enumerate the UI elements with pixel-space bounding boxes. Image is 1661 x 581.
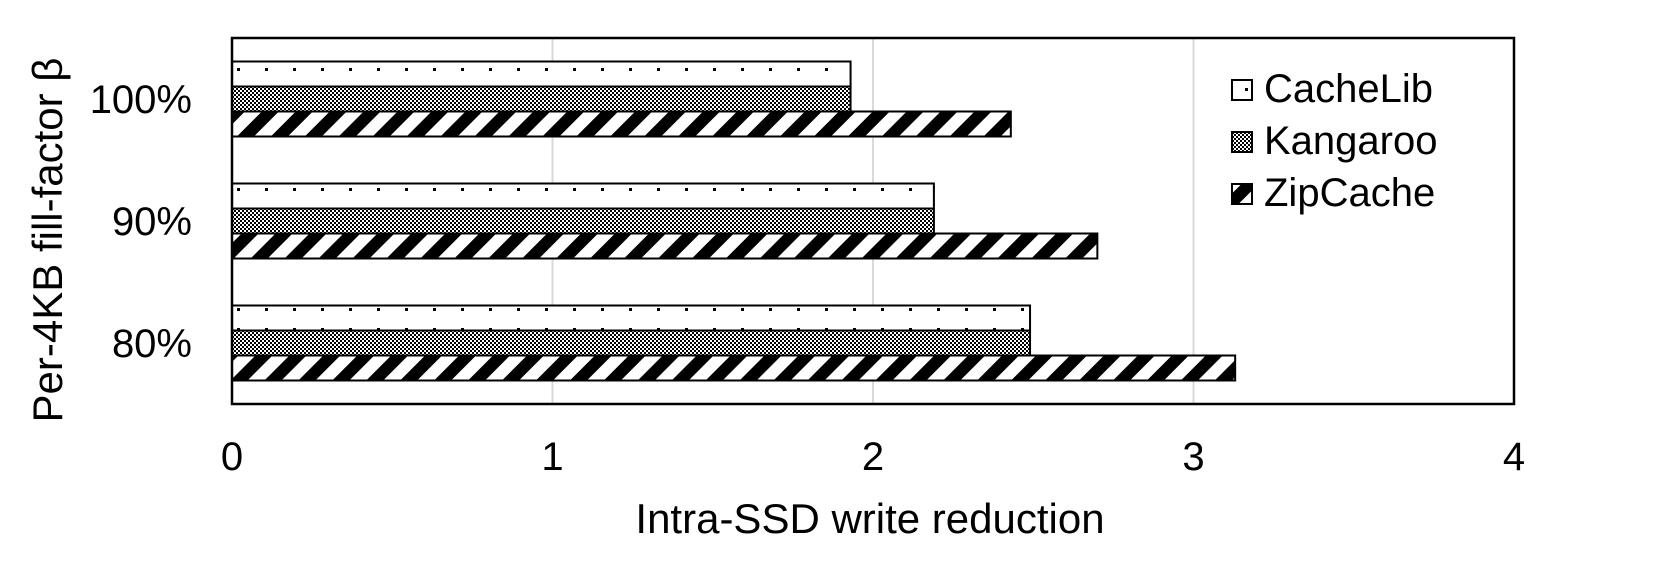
bar-zipcache-80pct	[231, 354, 1237, 382]
x-tick-label: 3	[1182, 435, 1204, 479]
y-axis-title: Per-4KB fill-factor β	[24, 58, 71, 423]
bars	[231, 60, 1237, 382]
y-tick-label: 100%	[90, 78, 192, 122]
bar-cachelib-100pct	[231, 60, 852, 88]
x-tick-label: 1	[541, 435, 563, 479]
x-tick-label: 0	[221, 435, 243, 479]
x-tick-label: 4	[1503, 435, 1525, 479]
bar-kangaroo-100pct	[231, 85, 852, 113]
legend-label-zipcache: ZipCache	[1264, 171, 1435, 215]
x-tick-labels: 0 1 2 3 4	[221, 435, 1525, 479]
plot-frame	[230, 36, 1516, 406]
legend-swatch-kangaroo	[1231, 131, 1253, 153]
y-tick-label: 90%	[112, 200, 192, 244]
bar-zipcache-90pct	[231, 232, 1099, 260]
legend-swatch-cachelib	[1231, 79, 1253, 101]
bar-kangaroo-90pct	[231, 207, 935, 235]
y-tick-labels: 100% 90% 80%	[90, 78, 192, 366]
x-tick-label: 2	[862, 435, 884, 479]
legend-label-cachelib: CacheLib	[1264, 67, 1433, 111]
legend-label-kangaroo: Kangaroo	[1264, 119, 1437, 163]
bar-zipcache-100pct	[231, 110, 1012, 138]
bar-kangaroo-80pct	[231, 329, 1032, 357]
bar-cachelib-80pct	[231, 304, 1032, 332]
x-axis-title: Intra-SSD write reduction	[635, 495, 1104, 542]
legend-swatch-zipcache	[1231, 183, 1253, 205]
y-tick-label: 80%	[112, 322, 192, 366]
bar-cachelib-90pct	[231, 182, 935, 210]
